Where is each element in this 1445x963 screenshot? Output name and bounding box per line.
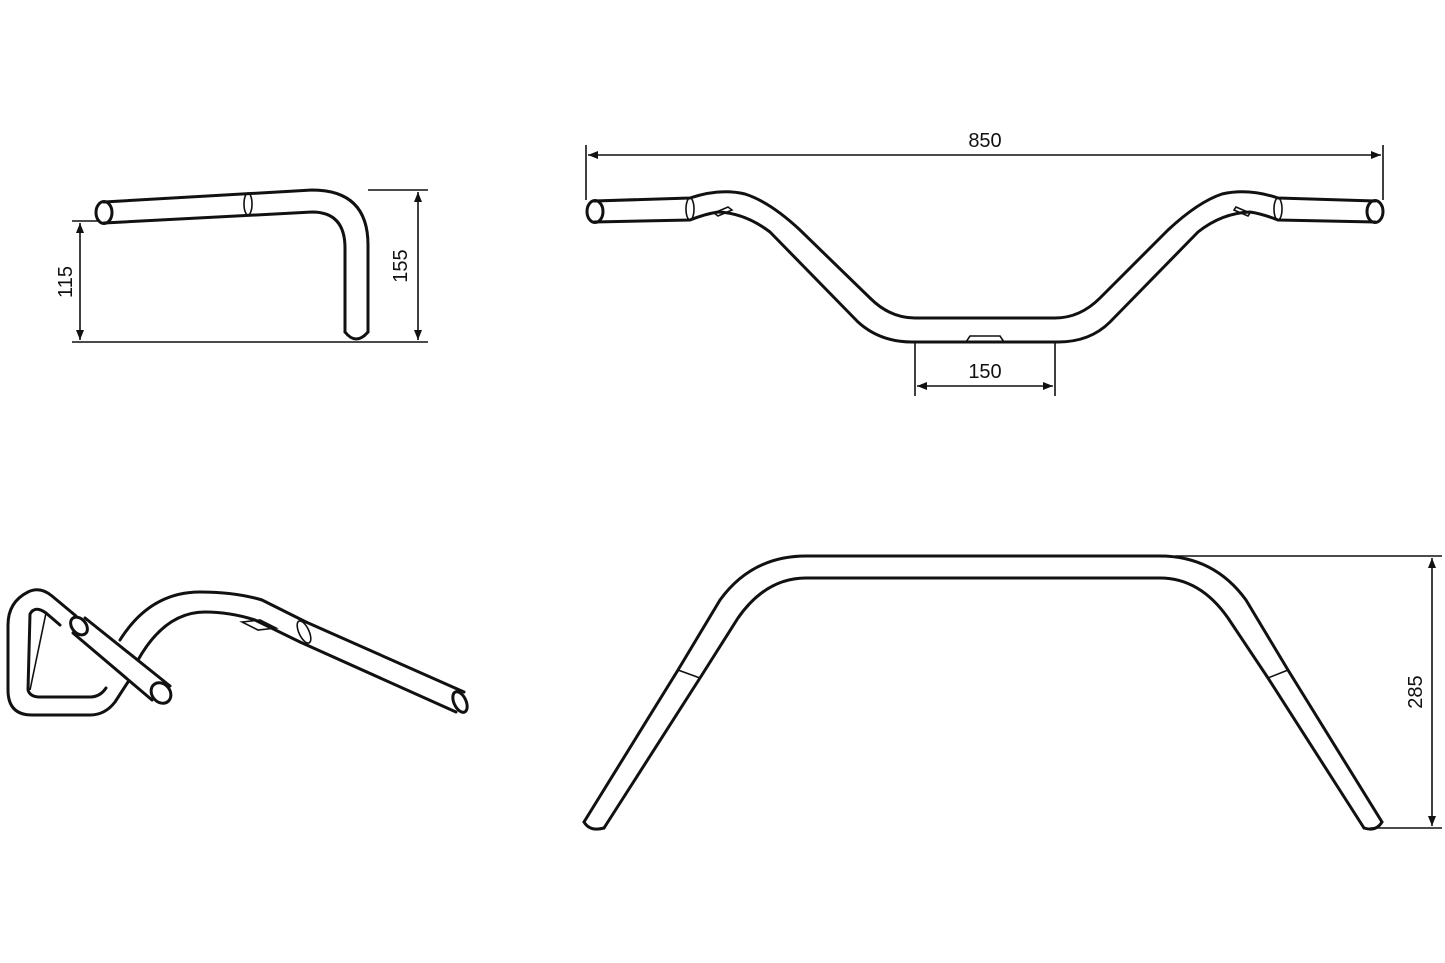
right-grip-end [1365, 199, 1385, 224]
center-wire-hole [965, 335, 1005, 343]
side-view-tube [94, 188, 370, 341]
dimension-label-155: 155 [390, 249, 412, 282]
dimension-label-150: 150 [968, 361, 1001, 383]
left-grip-end [585, 199, 605, 224]
right-wire-hole [1232, 206, 1252, 217]
front-view-tube [585, 190, 1385, 344]
dimension-label-850: 850 [968, 130, 1001, 152]
perspective-view [6, 588, 469, 717]
dimension-label-285: 285 [1405, 675, 1427, 708]
front-view: 850 150 [585, 130, 1385, 396]
left-wire-hole [712, 206, 734, 217]
rear-view-tube [582, 554, 1384, 831]
dimension-label-115: 115 [55, 266, 77, 298]
rear-view: 285 [582, 554, 1442, 831]
side-view: 115 155 [55, 188, 428, 343]
